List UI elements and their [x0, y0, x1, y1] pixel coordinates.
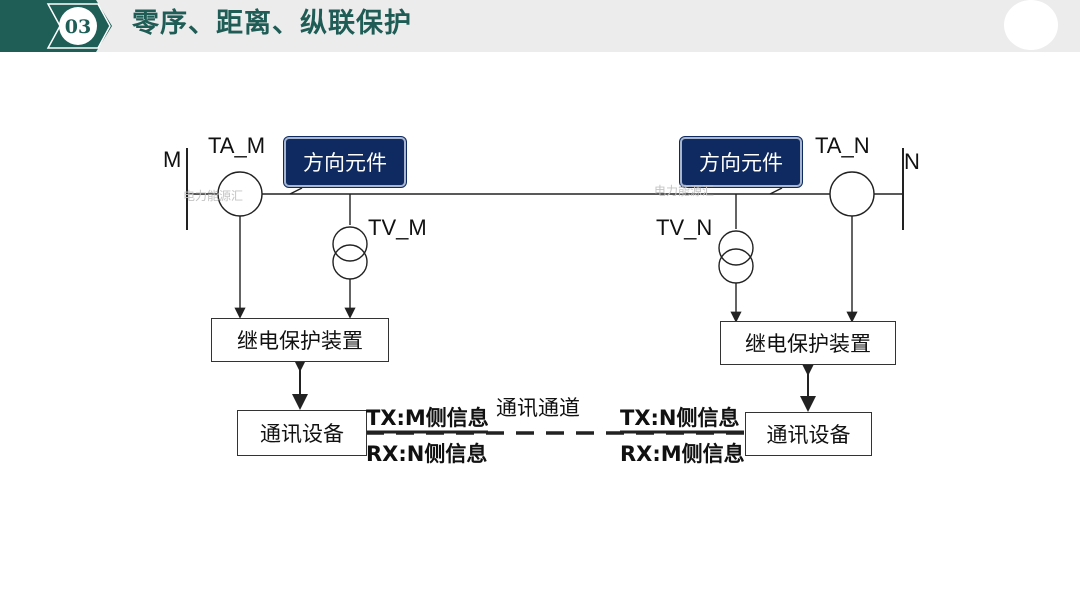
tv-m-symbol-top: [332, 226, 368, 262]
direction-element-m: 方向元件: [284, 137, 406, 187]
rx-m-label: RX:N侧信息: [366, 442, 488, 466]
bus-n-label: N: [904, 149, 920, 174]
header-bar: 03 零序、距离、纵联保护: [0, 0, 1080, 52]
ta-n-label: TA_N: [815, 133, 870, 158]
direction-element-n: 方向元件: [680, 137, 802, 187]
tx-n-label: TX:N侧信息: [620, 406, 740, 430]
page-title: 零序、距离、纵联保护: [132, 8, 412, 39]
ta-m-label: TA_M: [208, 133, 266, 158]
breaker-m: [289, 187, 303, 195]
tv-n-symbol-top: [718, 230, 754, 266]
tv-n-symbol-bottom: [718, 248, 754, 284]
decorative-circle: [1004, 0, 1058, 50]
relay-device-n: 继电保护装置: [720, 321, 896, 365]
tx-m-label: TX:M侧信息: [366, 406, 489, 430]
rx-n-label: RX:M侧信息: [620, 442, 745, 466]
bus-m-label: M: [163, 147, 182, 172]
breaker-n: [769, 187, 783, 195]
tv-m-symbol-bottom: [332, 244, 368, 280]
ta-n-symbol: [829, 171, 875, 217]
relay-device-m: 继电保护装置: [211, 318, 389, 362]
section-number: 03: [65, 16, 91, 38]
comm-device-m: 通讯设备: [237, 410, 367, 456]
watermark-right: 电力能源汇: [654, 184, 715, 198]
tv-m-label: TV_M: [368, 215, 427, 240]
tv-n-label: TV_N: [656, 215, 713, 240]
section-badge: 03: [0, 0, 112, 52]
comm-device-n: 通讯设备: [745, 412, 872, 456]
channel-label: 通讯通道: [496, 396, 580, 420]
watermark-left: 电力能源汇: [183, 189, 244, 203]
